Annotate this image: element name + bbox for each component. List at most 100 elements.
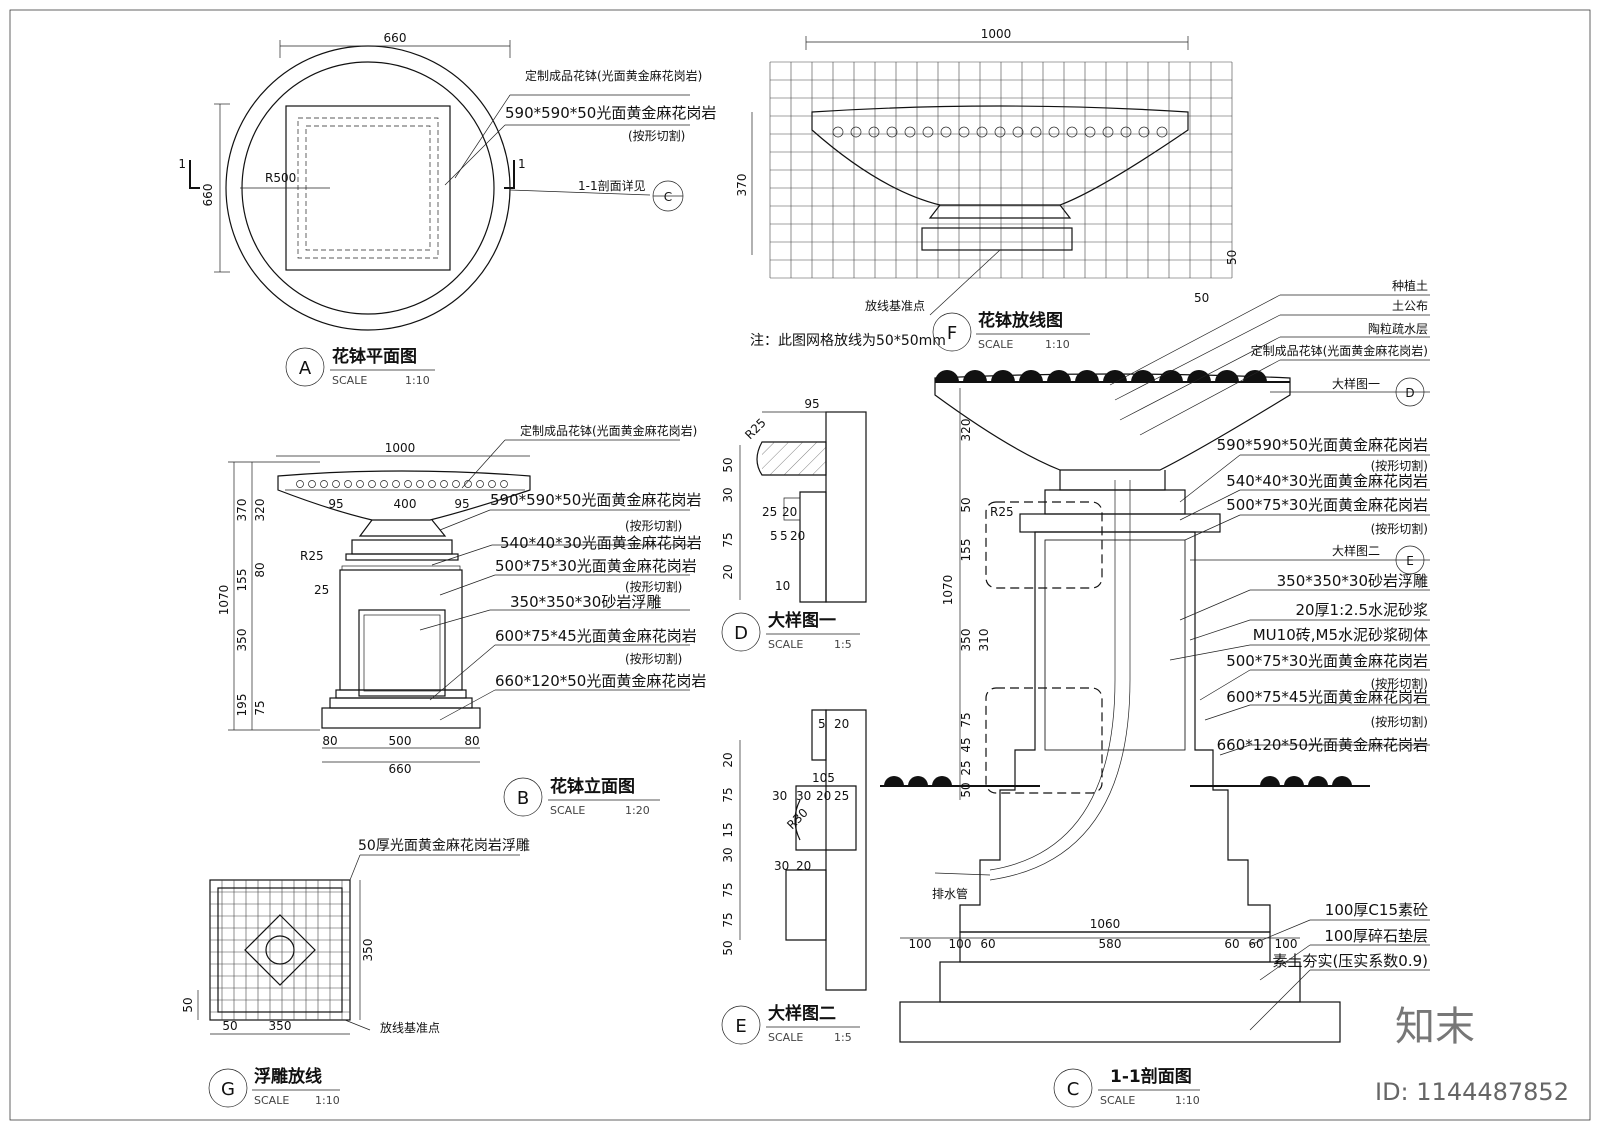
view-g-title: 浮雕放线	[254, 1066, 322, 1087]
svg-text:580: 580	[1099, 937, 1122, 951]
svg-text:(按形切割): (按形切割)	[625, 579, 682, 594]
bowl-profile	[811, 105, 1189, 206]
svg-text:A: A	[299, 358, 312, 379]
svg-text:放线基准点: 放线基准点	[865, 298, 925, 313]
svg-text:60: 60	[980, 937, 995, 951]
svg-text:310: 310	[977, 629, 991, 652]
svg-text:590*590*50光面黄金麻花岗岩: 590*590*50光面黄金麻花岗岩	[505, 104, 716, 122]
svg-text:1000: 1000	[385, 441, 416, 455]
svg-text:30: 30	[721, 487, 735, 502]
svg-text:50: 50	[1194, 291, 1209, 305]
svg-text:60: 60	[1248, 937, 1263, 951]
view-b-elevation: 1000 1070 370 320 155 80 350 195 75 95 4…	[217, 423, 706, 817]
layout-grid	[769, 61, 1233, 279]
svg-text:5: 5	[780, 529, 788, 543]
view-f-grid: 1000 370 50 50 放线基准点 注：此图网格放线为50*50mm F …	[735, 27, 1239, 352]
svg-text:1:5: 1:5	[834, 1031, 852, 1044]
svg-text:1070: 1070	[941, 575, 955, 606]
svg-text:SCALE: SCALE	[768, 1031, 803, 1044]
view-c-section: 排水管 1070 320 50 155 350 310 75 45 25 50 …	[880, 278, 1430, 1108]
gravel-layer	[939, 961, 1301, 1003]
svg-text:定制成品花钵(光面黄金麻花岗岩): 定制成品花钵(光面黄金麻花岗岩)	[1251, 343, 1428, 358]
bowl-section	[934, 373, 1291, 471]
svg-text:50: 50	[721, 457, 735, 472]
svg-text:1-1剖面详见: 1-1剖面详见	[578, 178, 646, 193]
dim-top-660: 660	[384, 31, 407, 45]
relief-panel	[358, 609, 446, 697]
svg-text:SCALE: SCALE	[768, 638, 803, 651]
svg-text:95: 95	[328, 497, 343, 511]
svg-text:540*40*30光面黄金麻花岗岩: 540*40*30光面黄金麻花岗岩	[1226, 472, 1428, 490]
view-f-title: 花钵放线图	[978, 310, 1063, 331]
soil-layer	[899, 1001, 1341, 1043]
svg-text:195: 195	[235, 694, 249, 717]
svg-text:大样图二: 大样图二	[1332, 543, 1380, 558]
svg-text:500*75*30光面黄金麻花岗岩: 500*75*30光面黄金麻花岗岩	[495, 557, 697, 575]
svg-text:(按形切割): (按形切割)	[625, 518, 682, 533]
svg-text:45: 45	[959, 737, 973, 752]
svg-text:155: 155	[235, 569, 249, 592]
svg-text:370: 370	[235, 499, 249, 522]
svg-text:350*350*30砂岩浮雕: 350*350*30砂岩浮雕	[510, 593, 661, 611]
dim-radius: R500	[265, 171, 296, 185]
svg-text:(按形切割): (按形切割)	[1371, 714, 1428, 729]
svg-text:5: 5	[770, 529, 778, 543]
concrete-layer	[959, 931, 1271, 963]
svg-text:30: 30	[796, 789, 811, 803]
svg-text:定制成品花钵(光面黄金麻花岗岩): 定制成品花钵(光面黄金麻花岗岩)	[525, 68, 702, 83]
svg-text:20: 20	[782, 505, 797, 519]
svg-text:SCALE: SCALE	[978, 338, 1013, 351]
svg-text:G: G	[221, 1079, 235, 1100]
svg-text:(按形切割): (按形切割)	[1371, 676, 1428, 691]
svg-text:75: 75	[721, 912, 735, 927]
svg-text:大样图一: 大样图一	[1332, 376, 1380, 391]
svg-text:75: 75	[721, 532, 735, 547]
view-d-detail-one: 95 R25 50 30 75 20 25 20 5 5 20 10 D 大样图…	[721, 397, 867, 652]
svg-text:350*350*30砂岩浮雕: 350*350*30砂岩浮雕	[1277, 572, 1428, 590]
svg-text:155: 155	[959, 539, 973, 562]
svg-text:5: 5	[818, 717, 826, 731]
svg-text:排水管: 排水管	[932, 886, 968, 901]
svg-text:95: 95	[454, 497, 469, 511]
svg-text:100厚碎石垫层: 100厚碎石垫层	[1324, 927, 1428, 945]
svg-text:60: 60	[1224, 937, 1239, 951]
svg-text:370: 370	[735, 174, 749, 197]
view-e-title: 大样图二	[768, 1003, 836, 1024]
svg-text:20: 20	[790, 529, 805, 543]
svg-text:1:20: 1:20	[625, 804, 650, 817]
svg-text:1070: 1070	[217, 585, 231, 616]
svg-text:350: 350	[269, 1019, 292, 1033]
svg-text:15: 15	[721, 822, 735, 837]
svg-text:1000: 1000	[981, 27, 1012, 41]
svg-text:50: 50	[1225, 250, 1239, 265]
svg-text:20厚1:2.5水泥砂浆: 20厚1:2.5水泥砂浆	[1295, 601, 1428, 619]
detail-two-callout	[985, 687, 1103, 794]
svg-text:600*75*45光面黄金麻花岗岩: 600*75*45光面黄金麻花岗岩	[495, 627, 697, 645]
view-b-title: 花钵立面图	[550, 776, 635, 797]
svg-text:素土夯实(压实系数0.9): 素土夯实(压实系数0.9)	[1272, 952, 1428, 970]
svg-text:SCALE: SCALE	[550, 804, 585, 817]
svg-text:25: 25	[762, 505, 777, 519]
svg-text:320: 320	[959, 419, 973, 442]
svg-text:R25: R25	[300, 549, 324, 563]
svg-text:500*75*30光面黄金麻花岗岩: 500*75*30光面黄金麻花岗岩	[1226, 652, 1428, 670]
svg-text:95: 95	[804, 397, 819, 411]
svg-text:MU10砖,M5水泥砂浆砌体: MU10砖,M5水泥砂浆砌体	[1253, 626, 1428, 644]
svg-text:土公布: 土公布	[1392, 299, 1428, 313]
svg-text:种植土: 种植土	[1392, 278, 1428, 293]
view-b-badge	[503, 777, 543, 817]
svg-text:B: B	[517, 788, 529, 809]
svg-text:20: 20	[796, 859, 811, 873]
svg-text:30: 30	[772, 789, 787, 803]
svg-text:590*590*50光面黄金麻花岗岩: 590*590*50光面黄金麻花岗岩	[490, 491, 701, 509]
view-f-badge	[932, 312, 972, 352]
view-a-title: 花钵平面图	[332, 346, 417, 367]
svg-text:660*120*50光面黄金麻花岗岩: 660*120*50光面黄金麻花岗岩	[495, 672, 706, 690]
svg-text:100: 100	[1275, 937, 1298, 951]
svg-text:30: 30	[774, 859, 789, 873]
svg-text:(按形切割): (按形切割)	[1371, 521, 1428, 536]
svg-text:25: 25	[959, 760, 973, 775]
svg-text:1:10: 1:10	[315, 1094, 340, 1107]
view-c-title: 1-1剖面图	[1110, 1066, 1192, 1087]
svg-text:600*75*45光面黄金麻花岗岩: 600*75*45光面黄金麻花岗岩	[1226, 688, 1428, 706]
